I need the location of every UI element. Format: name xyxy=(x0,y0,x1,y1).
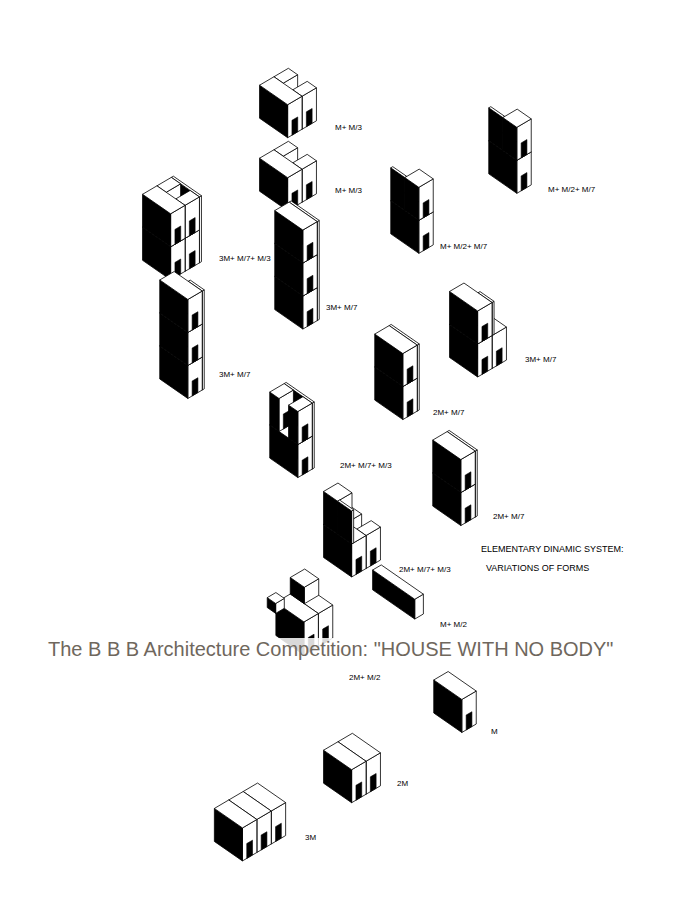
opening xyxy=(307,308,313,326)
top-face xyxy=(489,107,505,118)
form-label: M+ M/2+ M/7 xyxy=(548,186,595,195)
top-face xyxy=(324,742,366,770)
form-label: M xyxy=(491,728,498,737)
opening xyxy=(407,399,413,417)
top-face xyxy=(290,569,318,587)
opening xyxy=(356,782,362,800)
form-figure xyxy=(434,672,476,733)
form-figure xyxy=(375,324,419,419)
form-label: 3M xyxy=(305,834,316,843)
form-figure xyxy=(270,382,314,477)
opening xyxy=(521,173,527,191)
form-label: 3M+ M/7 xyxy=(525,356,556,365)
top-face xyxy=(405,169,433,187)
opening xyxy=(192,345,198,363)
form-figure xyxy=(160,272,204,399)
form-label: 2M+ M/7 xyxy=(433,409,464,418)
top-face xyxy=(270,384,294,399)
opening xyxy=(370,773,376,791)
opening xyxy=(307,242,313,260)
opening xyxy=(192,378,198,396)
diagram-note: ELEMENTARY DINAMIC SYSTEM: xyxy=(481,545,624,555)
opening xyxy=(423,233,429,251)
opening xyxy=(465,472,471,490)
form-figure xyxy=(143,176,202,280)
opening xyxy=(189,251,195,269)
form-label: M+ M/2 xyxy=(440,621,467,630)
opening xyxy=(189,218,195,236)
top-face xyxy=(503,109,531,127)
top-face xyxy=(260,77,302,105)
form-figure xyxy=(260,141,317,210)
form-figure xyxy=(324,733,381,802)
top-face xyxy=(338,500,354,511)
top-face xyxy=(275,202,317,230)
top-face xyxy=(160,272,202,300)
opening xyxy=(482,356,488,374)
form-label: M+ M/3 xyxy=(335,187,362,196)
title: The B B B Architecture Competition: "HOU… xyxy=(48,638,613,661)
form-figure xyxy=(214,783,285,861)
form-figure xyxy=(324,483,381,577)
top-face xyxy=(324,483,352,501)
opening xyxy=(496,348,502,366)
form-figure xyxy=(391,167,433,254)
opening xyxy=(307,275,313,293)
opening xyxy=(276,823,282,841)
top-face xyxy=(267,593,284,604)
opening xyxy=(302,424,308,442)
top-face xyxy=(391,167,407,178)
opening xyxy=(482,323,488,341)
opening xyxy=(356,556,362,574)
opening xyxy=(521,140,527,158)
form-label: 3M+ M/7 xyxy=(326,304,357,313)
form-label: 2M+ M/7+ M/3 xyxy=(340,462,392,471)
top-face xyxy=(434,672,476,700)
top-face xyxy=(143,186,185,214)
opening xyxy=(407,366,413,384)
form-label: 2M+ M/7 xyxy=(493,513,524,522)
top-face xyxy=(433,432,475,460)
opening xyxy=(261,832,267,850)
opening xyxy=(192,312,198,330)
form-figure xyxy=(260,68,317,137)
opening xyxy=(423,200,429,218)
top-face xyxy=(260,150,302,178)
form-label: 2M+ M/7+ M/3 xyxy=(399,566,451,575)
opening xyxy=(306,108,312,126)
form-figure xyxy=(450,283,507,377)
form-label: 2M+ M/2 xyxy=(349,674,380,683)
opening xyxy=(247,840,253,858)
opening xyxy=(292,117,298,135)
form-label: M+ M/3 xyxy=(335,124,362,133)
opening xyxy=(175,226,181,244)
form-label: 3M+ M/7 xyxy=(219,371,250,380)
top-face xyxy=(450,283,492,311)
form-figure xyxy=(433,430,477,525)
opening xyxy=(370,548,376,566)
opening xyxy=(302,457,308,475)
form-figure xyxy=(275,201,319,329)
form-figure xyxy=(489,107,531,194)
form-label: 3M+ M/7+ M/3 xyxy=(219,255,271,264)
top-face xyxy=(375,326,417,354)
diagram-note: VARIATIONS OF FORMS xyxy=(486,564,589,574)
form-label: 2M xyxy=(397,780,408,789)
opening xyxy=(466,712,472,730)
top-face xyxy=(214,800,256,828)
top-face xyxy=(289,397,313,412)
opening xyxy=(306,181,312,199)
opening xyxy=(465,505,471,523)
form-label: M+ M/2+ M/7 xyxy=(440,243,487,252)
